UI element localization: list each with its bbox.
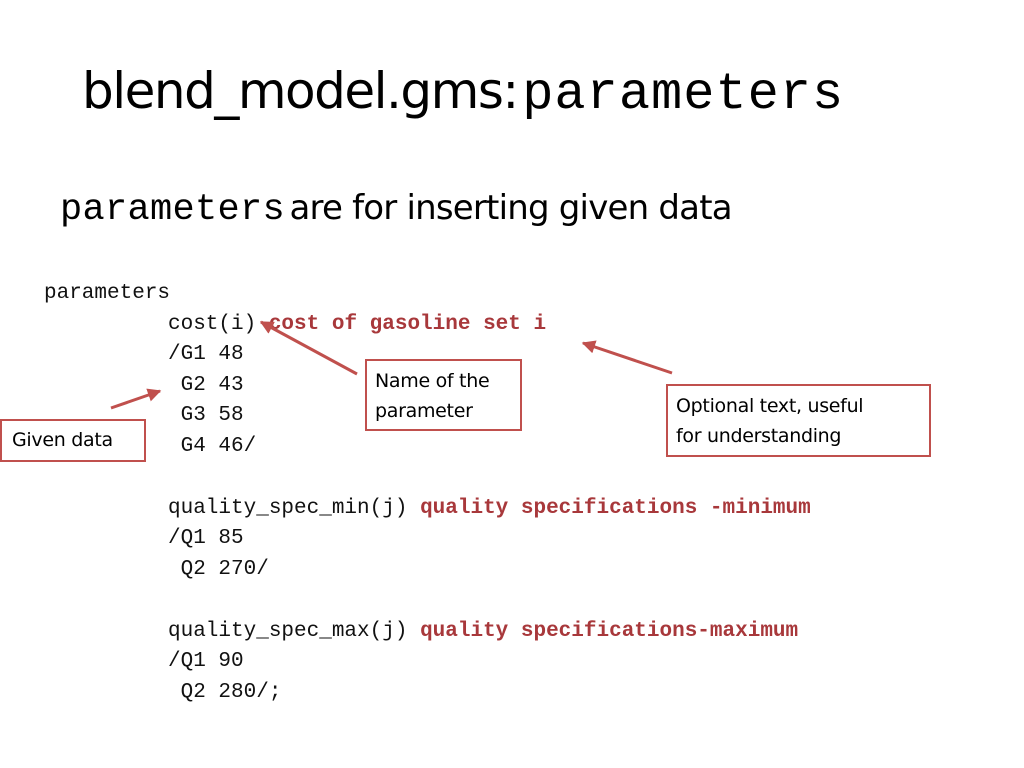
- callout-line: Name of the: [375, 370, 490, 392]
- callout-name-of-parameter: Name of the parameter: [365, 359, 522, 431]
- callout-line: for understanding: [676, 425, 842, 447]
- code-line-cost: cost(i) cost of gasoline set i: [168, 313, 546, 337]
- title-text: blend_model.gms:: [82, 62, 519, 120]
- code-value-line: Q2 280/;: [168, 681, 282, 704]
- qmax-comment: quality specifications-maximum: [420, 620, 799, 643]
- qmax-declaration: quality_spec_max(j): [168, 620, 408, 643]
- callout-line: parameter: [375, 400, 473, 422]
- code-value-line: /G1 48: [168, 343, 244, 366]
- cost-declaration: cost(i): [168, 313, 257, 336]
- arrow-optional-text: [581, 340, 673, 375]
- qmin-declaration: quality_spec_min(j): [168, 497, 408, 520]
- code-value-line: /Q1 85: [168, 527, 244, 550]
- code-value-line: /Q1 90: [168, 650, 244, 673]
- code-value-line: G2 43: [168, 374, 244, 397]
- code-line-qmax: quality_spec_max(j) quality specificatio…: [168, 620, 798, 644]
- code-value-line: G4 46/: [168, 435, 257, 458]
- callout-line: Optional text, useful: [676, 395, 864, 417]
- code-value-line: G3 58: [168, 404, 244, 427]
- code-header: parameters: [44, 282, 171, 305]
- arrow-given-data: [110, 388, 162, 410]
- callout-line: Given data: [12, 429, 113, 451]
- subtitle-keyword: parameters: [60, 189, 286, 231]
- slide-title: blend_model.gms: parameters: [82, 62, 844, 124]
- qmin-comment: quality specifications -minimum: [420, 497, 811, 520]
- arrow-name-of-parameter: [259, 320, 358, 376]
- callout-optional-text: Optional text, useful for understanding: [666, 384, 931, 457]
- slide-subtitle: parameters are for inserting given data: [60, 188, 733, 231]
- code-line-qmin: quality_spec_min(j) quality specificatio…: [168, 497, 811, 521]
- cost-comment: cost of gasoline set i: [268, 313, 547, 336]
- subtitle-text: are for inserting given data: [289, 188, 733, 228]
- code-value-line: Q2 270/: [168, 558, 269, 581]
- title-keyword: parameters: [522, 65, 845, 124]
- callout-given-data: Given data: [0, 419, 146, 462]
